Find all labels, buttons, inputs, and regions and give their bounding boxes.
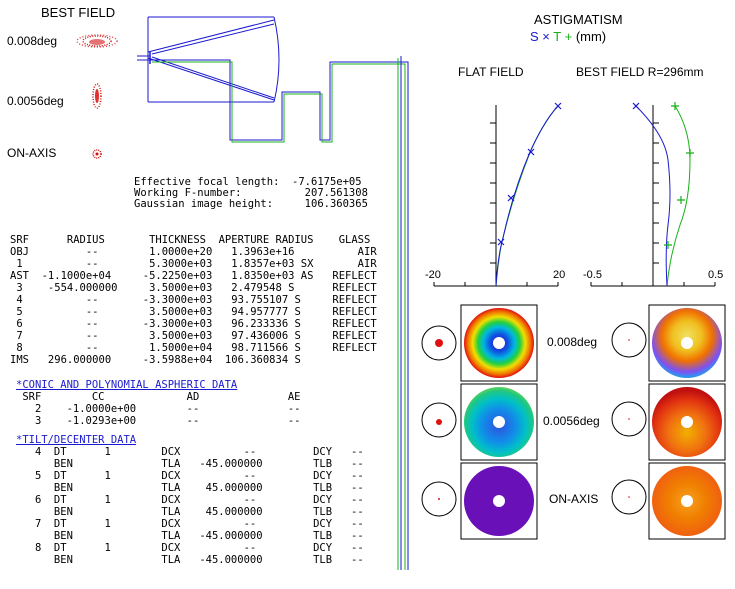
lens-layout-diagram (137, 16, 409, 570)
spot-dot-00056 (436, 419, 442, 425)
surface-row: AST -1.1000e+04 -5.2250e+03 1.8350e+03 A… (10, 270, 377, 282)
aspheric-section-title: *CONIC AND POLYNOMIAL ASPHERIC DATA (16, 379, 238, 391)
flat-field-label: FLAT FIELD (458, 65, 524, 79)
flat-axis-max: 20 (553, 269, 566, 281)
best-field-label: BEST FIELD R=296mm (576, 65, 704, 79)
summary-efl: Effective focal length: -7.6175e+05 (134, 176, 362, 188)
legend-s: S (530, 29, 539, 44)
spot-dot-right-on-axis (628, 496, 630, 498)
aspheric-header: SRF CC AD AE (16, 391, 301, 403)
tilt-row: BEN TLA 45.000000 TLB -- (16, 482, 364, 494)
tilt-row: BEN TLA -45.000000 TLB -- (16, 458, 364, 470)
surface-row: 4 -- -3.3000e+03 93.755107 S REFLECT (10, 294, 377, 306)
spot-circles (421, 322, 647, 517)
tilt-row: BEN TLA 45.000000 TLB -- (16, 506, 364, 518)
spot-diagram-00056 (92, 83, 102, 109)
tilt-row: BEN TLA -45.000000 TLB -- (16, 530, 364, 542)
wavefront-map-right-00056 (652, 387, 722, 457)
wavefront-map-left-0008 (464, 308, 534, 378)
surface-row: 3 -554.000000 3.5000e+03 2.479548 S REFL… (10, 282, 377, 294)
tilt-row: 7 DT 1 DCX -- DCY -- (16, 518, 364, 530)
spot-dot-0008 (435, 339, 443, 347)
spot-dot-on-axis (438, 498, 440, 500)
tilt-row: 6 DT 1 DCX -- DCY -- (16, 494, 364, 506)
flat-axis-min: -20 (425, 269, 441, 281)
spot-field-label-on-axis: ON-AXIS (7, 146, 57, 160)
wavefront-map-right-on-axis (652, 466, 722, 536)
astig-legend: S × T + (mm) (530, 30, 606, 43)
surface-row: 5 -- 3.5000e+03 94.957777 S REFLECT (10, 306, 377, 318)
map-field-label-on-axis: ON-AXIS (549, 492, 599, 506)
map-field-label-00056: 0.0056deg (543, 414, 600, 428)
summary-fnumber: Working F-number: 207.561308 (134, 187, 368, 199)
tilt-row: 4 DT 1 DCX -- DCY -- (16, 446, 364, 458)
astig-flat-field-plot (433, 102, 562, 287)
spot-field-label-0008: 0.008deg (7, 34, 58, 48)
surface-row: 8 -- 1.5000e+04 98.711566 S REFLECT (10, 342, 377, 354)
surface-row: OBJ -- 1.0000e+20 1.3963e+16 AIR (10, 246, 377, 258)
map-grid-frames (460, 304, 726, 540)
surface-table-header: SRF RADIUS THICKNESS APERTURE RADIUS GLA… (10, 234, 371, 246)
tilt-row: 8 DT 1 DCX -- DCY -- (16, 542, 364, 554)
legend-unit: (mm) (575, 29, 607, 44)
spot-dot-right-0008 (628, 339, 630, 341)
tilt-row: BEN TLA -45.000000 TLB -- (16, 554, 364, 566)
tilt-row: 5 DT 1 DCX -- DCY -- (16, 470, 364, 482)
wavefront-map-left-on-axis (464, 466, 534, 536)
spot-diagram-0008 (76, 34, 118, 48)
tilt-section-title: *TILT/DECENTER DATA (16, 434, 137, 446)
wavefront-map-right-0008 (652, 308, 722, 378)
spot-panel-title: BEST FIELD (41, 5, 116, 20)
surface-row: IMS 296.000000 -3.5988e+04 106.360834 S (10, 354, 301, 366)
spot-field-label-00056: 0.0056deg (7, 94, 64, 108)
spot-dot-right-00056 (628, 418, 630, 420)
legend-t-marker: + (560, 29, 576, 44)
aspheric-row: 3 -1.0293e+00 -- -- (16, 415, 301, 427)
surface-row: 6 -- -3.3000e+03 96.233336 S REFLECT (10, 318, 377, 330)
best-axis-min: -0.5 (583, 269, 602, 281)
astig-title: ASTIGMATISM (534, 12, 623, 27)
spot-diagram-on-axis (92, 149, 102, 159)
summary-image-height: Gaussian image height: 106.360365 (134, 198, 368, 210)
surface-row: 1 -- 5.3000e+03 1.8357e+03 SX AIR (10, 258, 377, 270)
aspheric-row: 2 -1.0000e+00 -- -- (16, 403, 301, 415)
wavefront-map-left-00056 (464, 387, 534, 457)
legend-s-marker: × (538, 29, 554, 44)
surface-row: 7 -- 3.5000e+03 97.436006 S REFLECT (10, 330, 377, 342)
astig-best-field-plot (590, 102, 716, 287)
best-axis-max: 0.5 (708, 269, 724, 281)
legend-t: T (553, 29, 561, 44)
map-field-label-0008: 0.008deg (547, 335, 598, 349)
